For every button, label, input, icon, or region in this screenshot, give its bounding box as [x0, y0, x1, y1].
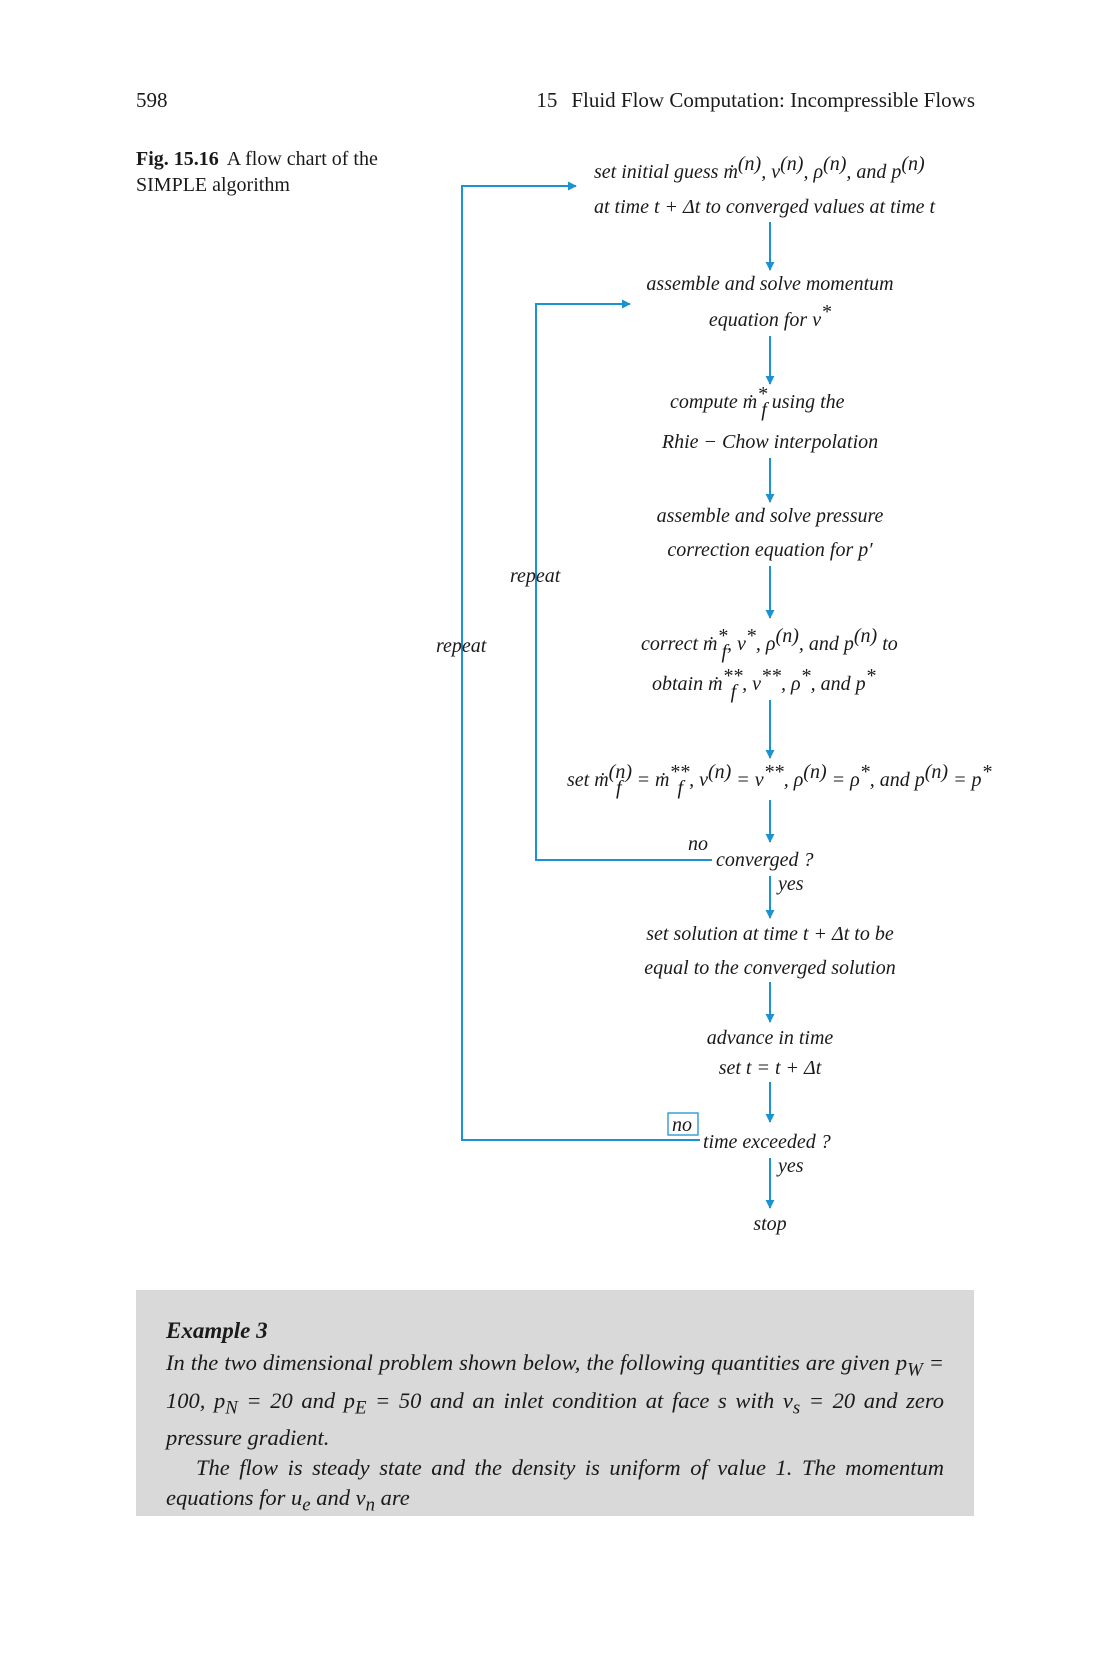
step-rhie-chow: compute ṁ*f using the: [670, 383, 845, 421]
step-advance-time: advance in time: [707, 1027, 834, 1049]
converged-yes-label: yes: [776, 873, 804, 895]
step-pressure-correction: assemble and solve pressure: [657, 505, 884, 527]
example-title: Example 3: [166, 1318, 268, 1343]
page-number: 598: [136, 88, 168, 112]
step-correct: correct ṁ*f, v*, ρ(n), and p(n) to: [641, 625, 898, 663]
simple-algorithm-flowchart: set initial guess ṁ(n), v(n), ρ(n), and …: [436, 153, 992, 1235]
figure-caption-text: A flow chart of the SIMPLE algorithm: [136, 148, 378, 196]
running-head: 15 Fluid Flow Computation: Incompressible…: [536, 88, 975, 113]
example-paragraph-1: In the two dimensional problem shown bel…: [166, 1350, 945, 1450]
example-paragraph-2: The flow is steady state and the density…: [166, 1455, 944, 1516]
time-exceeded-yes-label: yes: [776, 1155, 804, 1177]
step-pressure-correction-line2: correction equation for p′: [667, 539, 873, 561]
example-body: In the two dimensional problem shown bel…: [166, 1348, 944, 1521]
no-label-box: [667, 1112, 699, 1136]
step-correct-line2: obtain ṁ**f, v**, ρ*, and p*: [652, 665, 876, 703]
converged-decision: converged ?: [716, 849, 814, 871]
step-initial-guess: set initial guess ṁ(n), v(n), ρ(n), and …: [594, 153, 925, 183]
step-momentum-line2: equation for v*: [709, 301, 831, 331]
step-initial-guess-line2: at time t + Δt to converged values at ti…: [594, 196, 936, 218]
outer-loop-line: [461, 181, 700, 1141]
example-content: Example 3 In the two dimensional problem…: [166, 1316, 944, 1521]
step-set-solution-line2: equal to the converged solution: [644, 957, 895, 979]
outer-loop-label: repeat: [436, 635, 487, 657]
step-advance-time-line2: set t = t + Δt: [719, 1057, 822, 1079]
time-exceeded-decision: time exceeded ?: [703, 1131, 831, 1153]
time-exceeded-no-label: no: [672, 1114, 692, 1136]
inner-loop-line: [535, 299, 712, 861]
chapter-number: 15: [536, 88, 558, 112]
step-rhie-chow-line2: Rhie − Chow interpolation: [661, 431, 878, 453]
step-update: set ṁ(n)f = ṁ**f, v(n) = v**, ρ(n) = ρ*,…: [567, 761, 992, 799]
inner-loop-label: repeat: [510, 565, 561, 587]
converged-no-label: no: [688, 833, 708, 855]
chapter-title: Fluid Flow Computation: Incompressible F…: [571, 88, 975, 112]
figure-label: Fig. 15.16: [136, 148, 219, 170]
example-box: Example 3 In the two dimensional problem…: [136, 1290, 974, 1516]
stop-label: stop: [753, 1213, 786, 1235]
step-set-solution: set solution at time t + Δt to be: [646, 923, 894, 945]
step-momentum: assemble and solve momentum: [646, 273, 893, 295]
